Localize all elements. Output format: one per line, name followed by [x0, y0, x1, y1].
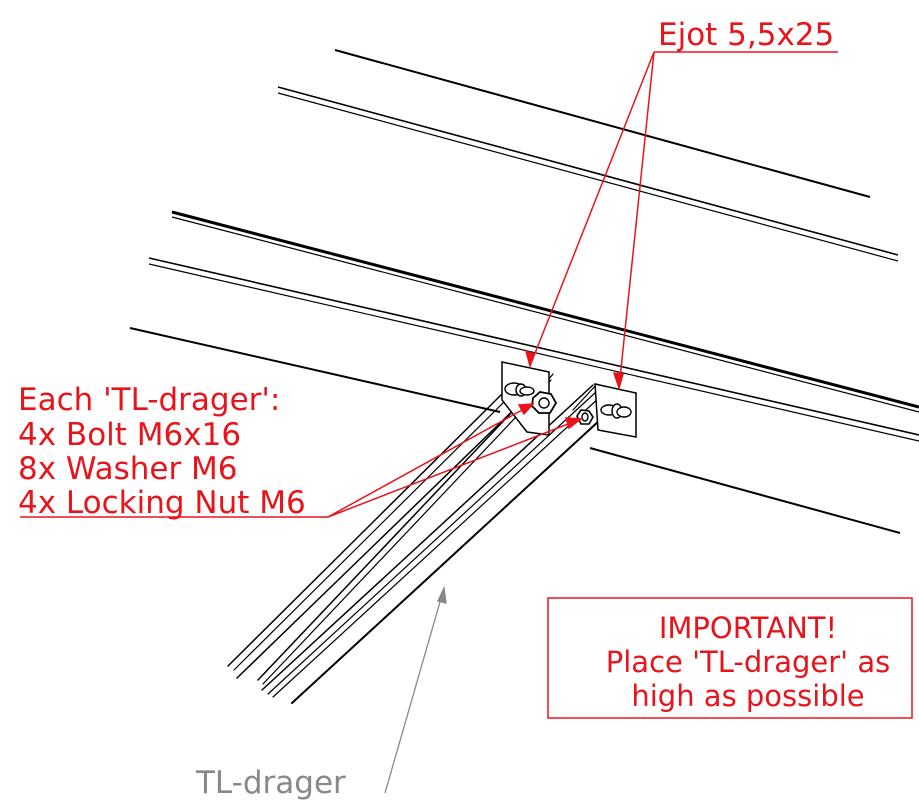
- fasteners: [504, 382, 632, 425]
- bracket-left: [501, 361, 550, 436]
- important-title: IMPORTANT!: [659, 611, 837, 645]
- beam-leader: [384, 585, 447, 794]
- rail-bottom-right: [589, 447, 901, 534]
- bolt-nut-left: [531, 391, 558, 414]
- bolt-nut-right: [576, 409, 594, 425]
- rail-lower-a: [148, 257, 919, 436]
- important-line-2: high as possible: [631, 679, 864, 713]
- important-box: [547, 597, 913, 719]
- each-tl-drager-heading: Each 'TL-drager':: [18, 382, 280, 418]
- tl-drager-beams: [227, 372, 601, 704]
- text-labels: Ejot 5,5x25 Each 'TL-drager': 4x Bolt M6…: [18, 17, 890, 801]
- beam-left-edge-4: [257, 372, 550, 681]
- hardware-leaders: [20, 403, 584, 518]
- beam-left-edge-1: [227, 392, 504, 667]
- rail-main-b: [171, 216, 919, 413]
- rail-second-b: [277, 92, 899, 262]
- ejot-leaders: [524, 51, 838, 391]
- rail-lower-b: [148, 263, 919, 442]
- rail-bottom-left: [129, 327, 501, 413]
- ejot-screw-left: [504, 382, 535, 397]
- important-line-1: Place 'TL-drager' as: [606, 645, 890, 679]
- ejot-screw-right: [600, 403, 632, 419]
- beam-right-edge: [291, 419, 601, 704]
- beam-mid-2: [267, 391, 597, 695]
- beam-left-edge-5: [262, 379, 552, 685]
- ejot-label: Ejot 5,5x25: [658, 17, 834, 53]
- beam-mid-3: [272, 396, 601, 698]
- rails: [129, 49, 919, 534]
- washer-spec: 8x Washer M6: [18, 451, 238, 487]
- nut-spec: 4x Locking Nut M6: [18, 485, 306, 521]
- tl-drager-label: TL-drager: [195, 765, 346, 801]
- beam-left-edge-3: [236, 396, 528, 679]
- rail-top: [334, 49, 871, 198]
- beam-inner-right: [572, 383, 598, 411]
- rail-main-a: [171, 210, 919, 409]
- rail-second-a: [277, 86, 899, 256]
- bolt-spec: 4x Bolt M6x16: [18, 417, 241, 453]
